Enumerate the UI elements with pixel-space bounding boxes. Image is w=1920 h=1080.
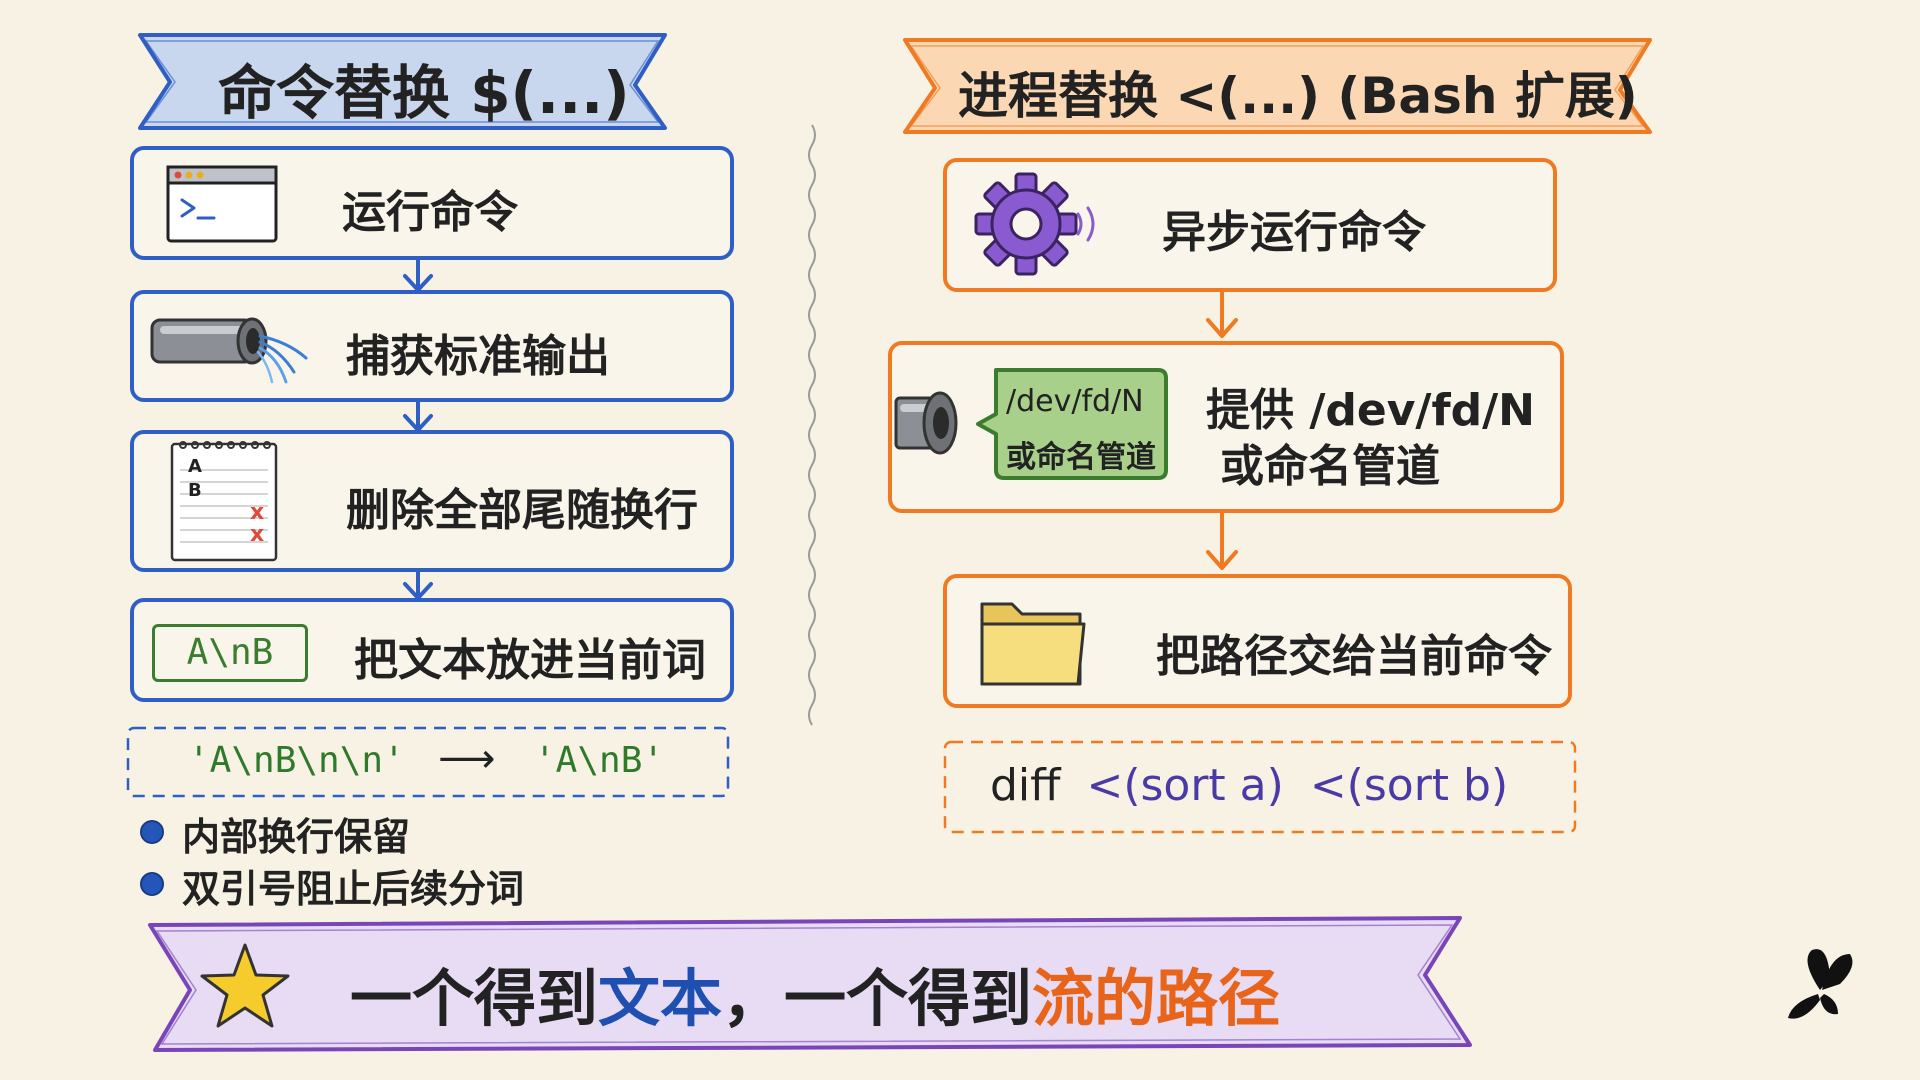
right-arrows <box>1206 288 1238 570</box>
note-bullet-2 <box>140 872 164 896</box>
fd-tag-line-2: 或命名管道 <box>1006 440 1156 475</box>
left-arrows <box>403 256 433 600</box>
gear-icon <box>974 172 1095 276</box>
notepad-line-b: B <box>188 480 202 501</box>
right-title: 进程替换 <(...) (Bash 扩展) <box>958 67 1638 125</box>
note-1: 内部换行保留 <box>182 815 411 859</box>
fd-tag-shape <box>976 368 1168 480</box>
right-step-3-label: 把路径交给当前命令 <box>1156 631 1552 682</box>
right-step-box-1 <box>943 158 1557 292</box>
bottom-banner <box>148 916 1472 1052</box>
pipe-end-icon <box>894 391 958 455</box>
bottom-slogan: 一个得到文本，一个得到流的路径 <box>350 948 1280 1038</box>
center-divider <box>808 124 816 726</box>
folder-icon <box>980 602 1086 686</box>
notepad-mark-1: x <box>250 500 265 525</box>
notepad-line-a: A <box>188 456 202 477</box>
butterfly-icon <box>1788 949 1853 1019</box>
text-tag: A\nB <box>152 624 308 682</box>
right-step-1-label: 异步运行命令 <box>1162 207 1426 258</box>
right-example-cmd: diff <box>990 760 1061 811</box>
right-step-2-label-line1: 提供 /dev/fd/N <box>1206 385 1536 436</box>
notepad-icon <box>170 441 278 562</box>
left-step-box-3 <box>130 430 734 572</box>
right-example-box <box>943 740 1577 834</box>
terminal-icon <box>166 165 278 243</box>
left-step-1-label: 运行命令 <box>342 187 518 238</box>
left-step-3-label: 删除全部尾随换行 <box>346 485 698 536</box>
note-2: 双引号阻止后续分词 <box>182 867 525 911</box>
left-step-2-label: 捕获标准输出 <box>346 331 610 382</box>
left-title-banner <box>138 33 667 130</box>
pipe-icon <box>150 317 308 384</box>
left-example-box <box>126 726 730 798</box>
right-step-box-3 <box>943 574 1572 708</box>
note-bullet-1 <box>140 820 164 844</box>
text-tag-label: A\nB <box>186 632 274 673</box>
bottom-part-4: 流的路径 <box>1032 962 1281 1035</box>
right-step-2-label-line2: 或命名管道 <box>1220 441 1440 492</box>
bottom-part-3: ，一个得到 <box>722 962 1033 1035</box>
star-icon <box>200 943 290 1028</box>
left-step-box-1 <box>130 146 734 260</box>
right-title-banner <box>903 38 1652 134</box>
left-example-arrow: ⟶ <box>438 736 496 782</box>
fd-tag-line-1: /dev/fd/N <box>1006 384 1144 419</box>
right-example-arg-1: <(sort a) <box>1086 760 1284 811</box>
right-example: diff <(sort a) <(sort b) <box>990 760 1508 811</box>
left-step-4-label: 把文本放进当前词 <box>354 635 706 686</box>
bottom-part-1: 一个得到 <box>350 962 599 1035</box>
right-example-arg-2: <(sort b) <box>1309 760 1509 811</box>
left-example-to: 'A\nB' <box>534 740 665 781</box>
bottom-part-2: 文本 <box>598 962 723 1035</box>
left-title: 命令替换 $(...) <box>218 59 630 127</box>
notepad-mark-2: x <box>250 522 265 547</box>
left-example-from: 'A\nB\n\n' <box>188 740 405 781</box>
